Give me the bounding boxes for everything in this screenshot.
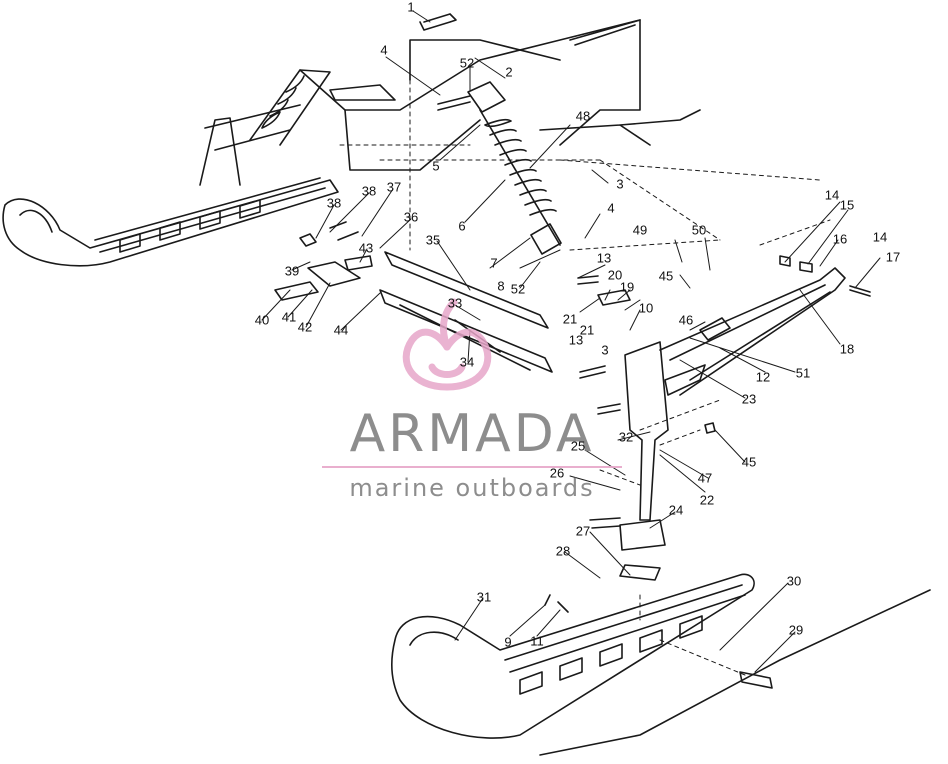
callout-label: 37 <box>386 179 402 195</box>
callout-label: 16 <box>832 231 848 247</box>
callout-label: 45 <box>658 268 674 284</box>
callout-label: 49 <box>632 222 648 238</box>
callout-label: 38 <box>361 183 377 199</box>
callout-label: 24 <box>668 502 684 518</box>
callout-label: 12 <box>755 369 771 385</box>
callout-label: 23 <box>741 391 757 407</box>
callout-label: 51 <box>795 365 811 381</box>
left-mount-bracket <box>274 221 373 301</box>
callout-label: 31 <box>476 589 492 605</box>
callout-label: 29 <box>788 622 804 638</box>
callout-label: 28 <box>555 543 571 559</box>
callout-label: 14 <box>824 187 840 203</box>
callout-label: 21 <box>579 322 595 338</box>
callout-label: 3 <box>601 342 609 358</box>
rear-ski-assembly <box>2 104 339 267</box>
callout-label: 33 <box>447 295 463 311</box>
callout-label: 52 <box>510 281 526 297</box>
callout-label: 15 <box>839 197 855 213</box>
callout-label: 36 <box>403 209 419 225</box>
callout-label: 47 <box>697 470 713 486</box>
callout-label: 44 <box>333 322 349 338</box>
callout-label: 21 <box>562 311 578 327</box>
rear-shock-spring <box>249 69 331 146</box>
callout-label: 52 <box>459 55 475 71</box>
front-shock-absorber <box>467 81 562 255</box>
callout-label: 5 <box>432 158 440 174</box>
watermark-title: ARMADA <box>349 404 595 464</box>
callout-label: 38 <box>326 195 342 211</box>
callout-label: 18 <box>839 341 855 357</box>
callout-label: 7 <box>490 255 498 271</box>
watermark-divider <box>322 466 622 468</box>
callout-label: 22 <box>699 492 715 508</box>
callout-label: 19 <box>619 279 635 295</box>
watermark-subtitle: marine outboards <box>349 474 595 502</box>
callout-label: 40 <box>254 312 270 328</box>
callout-label: 25 <box>570 438 586 454</box>
callout-label: 45 <box>741 454 757 470</box>
callout-label: 9 <box>504 634 512 650</box>
callout-label: 30 <box>786 573 802 589</box>
callout-label: 4 <box>380 42 388 58</box>
callout-label: 4 <box>607 200 615 216</box>
callout-label: 48 <box>575 108 591 124</box>
callout-label: 20 <box>607 267 623 283</box>
callout-label: 43 <box>358 240 374 256</box>
front-ski <box>390 573 931 756</box>
callout-label: 41 <box>281 309 297 325</box>
callout-label: 2 <box>505 64 513 80</box>
armada-logo-mark <box>402 298 492 391</box>
callout-label: 27 <box>575 523 591 539</box>
callout-label: 42 <box>297 319 313 335</box>
callout-label: 6 <box>458 218 466 234</box>
callout-label: 35 <box>425 232 441 248</box>
callout-label: 39 <box>284 263 300 279</box>
hardware-fasteners <box>419 13 871 689</box>
callout-label: 1 <box>407 0 415 15</box>
spindle-and-radius-rod <box>619 267 846 551</box>
callout-label: 50 <box>691 222 707 238</box>
callout-label: 17 <box>885 249 901 265</box>
callout-label: 10 <box>638 300 654 316</box>
callout-label: 32 <box>618 429 634 445</box>
callout-label: 13 <box>568 332 584 348</box>
callout-label: 14 <box>872 229 888 245</box>
callout-label: 34 <box>459 354 475 370</box>
callout-label: 8 <box>497 278 505 294</box>
callout-label: 3 <box>616 176 624 192</box>
reference-lines <box>339 39 831 676</box>
callout-label: 46 <box>678 312 694 328</box>
callout-label: 13 <box>596 250 612 266</box>
callout-label: 11 <box>530 633 544 649</box>
callout-label: 26 <box>549 465 565 481</box>
